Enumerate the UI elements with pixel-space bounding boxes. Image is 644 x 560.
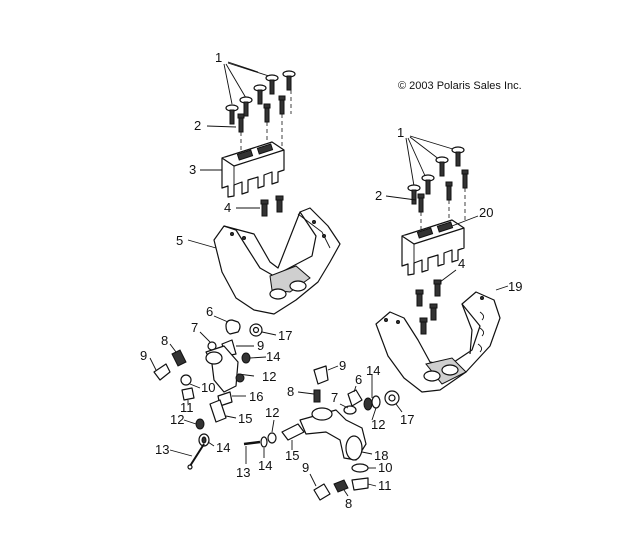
- copyright-text: © 2003 Polaris Sales Inc.: [398, 80, 522, 92]
- callout-16: 16: [249, 389, 263, 404]
- callout-14: 14: [366, 363, 380, 378]
- callout-labels: 1 2 3 4 5 1 2 20 4 19 6 17 7 9 8 14 9 12…: [140, 50, 522, 511]
- callout-11: 11: [378, 478, 392, 493]
- callout-14: 14: [216, 440, 230, 455]
- push-rivet: [253, 84, 267, 105]
- callout-12: 12: [371, 417, 385, 432]
- right-fastener-set: [385, 135, 469, 232]
- callout-15: 15: [285, 448, 299, 463]
- callout-13: 13: [236, 465, 250, 480]
- callout-18: 18: [374, 448, 388, 463]
- callout-7: 7: [331, 390, 338, 405]
- callout-13: 13: [155, 442, 169, 457]
- callout-10: 10: [378, 460, 392, 475]
- callout-1: 1: [215, 50, 222, 65]
- push-rivet: [282, 70, 296, 91]
- callout-12: 12: [265, 405, 279, 420]
- callout-8: 8: [161, 333, 168, 348]
- callout-4: 4: [458, 256, 465, 271]
- push-rivet: [225, 104, 239, 125]
- callout-20: 20: [479, 205, 493, 220]
- screw: [278, 95, 286, 115]
- callout-2: 2: [375, 188, 382, 203]
- callout-9: 9: [339, 358, 346, 373]
- left-footwell-5: [187, 207, 341, 315]
- callout-12: 12: [170, 412, 184, 427]
- callout-5: 5: [176, 233, 183, 248]
- screw: [237, 113, 245, 133]
- callout-17: 17: [400, 412, 414, 427]
- callout-1: 1: [397, 125, 404, 140]
- left-fastener-set: [206, 61, 296, 152]
- callout-17: 17: [278, 328, 292, 343]
- left-linkage: [149, 315, 277, 470]
- callout-8: 8: [287, 384, 294, 399]
- callout-14: 14: [258, 458, 272, 473]
- callout-3: 3: [189, 162, 196, 177]
- callout-2: 2: [194, 118, 201, 133]
- callout-4: 4: [224, 200, 231, 215]
- callout-7: 7: [191, 320, 198, 335]
- callout-9: 9: [140, 348, 147, 363]
- callout-19: 19: [508, 279, 522, 294]
- push-rivet: [265, 74, 279, 95]
- screw: [263, 103, 271, 123]
- callout-6: 6: [355, 372, 362, 387]
- right-footwell-19: [375, 285, 509, 393]
- push-rivet: [239, 96, 253, 117]
- callout-9: 9: [302, 460, 309, 475]
- callout-11: 11: [180, 400, 194, 415]
- callout-10: 10: [201, 380, 215, 395]
- center-linkage: [243, 365, 403, 501]
- callout-8: 8: [345, 496, 352, 511]
- callout-6: 6: [206, 304, 213, 319]
- callout-12: 12: [262, 369, 276, 384]
- right-bolts-4: [415, 269, 457, 335]
- callout-15: 15: [238, 411, 252, 426]
- left-bracket-3: [200, 141, 285, 198]
- right-bracket-20: [401, 215, 479, 276]
- callout-9: 9: [257, 338, 264, 353]
- callout-14: 14: [266, 349, 280, 364]
